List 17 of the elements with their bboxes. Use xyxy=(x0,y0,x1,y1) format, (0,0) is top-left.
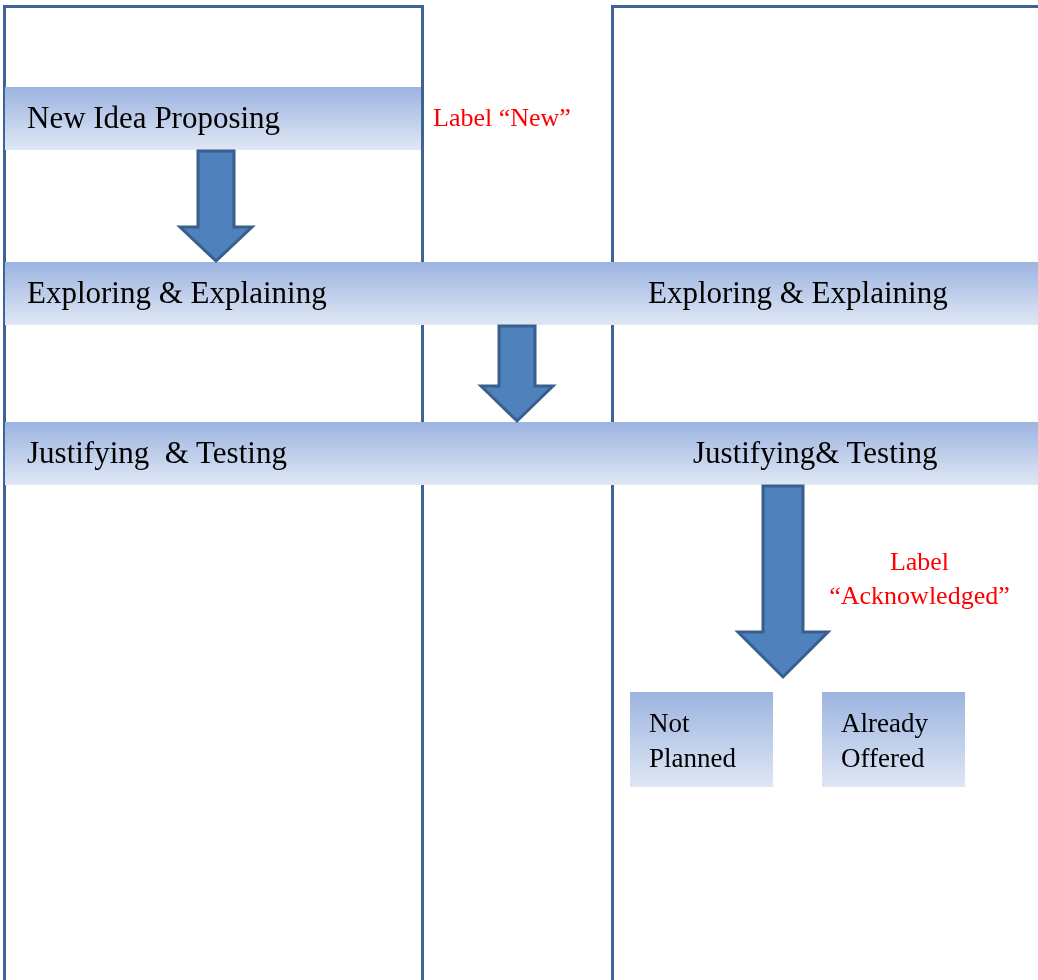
stage-label: Already Offered xyxy=(841,707,929,776)
stage-band xyxy=(5,87,421,150)
stage-label: New Idea Proposing xyxy=(27,102,281,133)
stage-band xyxy=(5,262,1038,325)
block-arrow xyxy=(477,324,557,424)
status-box xyxy=(630,692,773,787)
stage-label: Exploring & Explaining xyxy=(648,277,948,308)
status-note: Label “Acknowledged” xyxy=(828,546,1011,612)
block-arrow xyxy=(734,484,832,680)
stage-label: Not Planned xyxy=(649,707,737,776)
status-note: Label “New” xyxy=(433,102,571,134)
block-arrow xyxy=(176,149,256,264)
stage-label: Justifying& Testing xyxy=(693,437,938,468)
stage-label: Justifying & Testing xyxy=(27,437,287,468)
status-box xyxy=(822,692,965,787)
stage-band xyxy=(5,422,1038,485)
stage-label: Exploring & Explaining xyxy=(27,277,327,308)
